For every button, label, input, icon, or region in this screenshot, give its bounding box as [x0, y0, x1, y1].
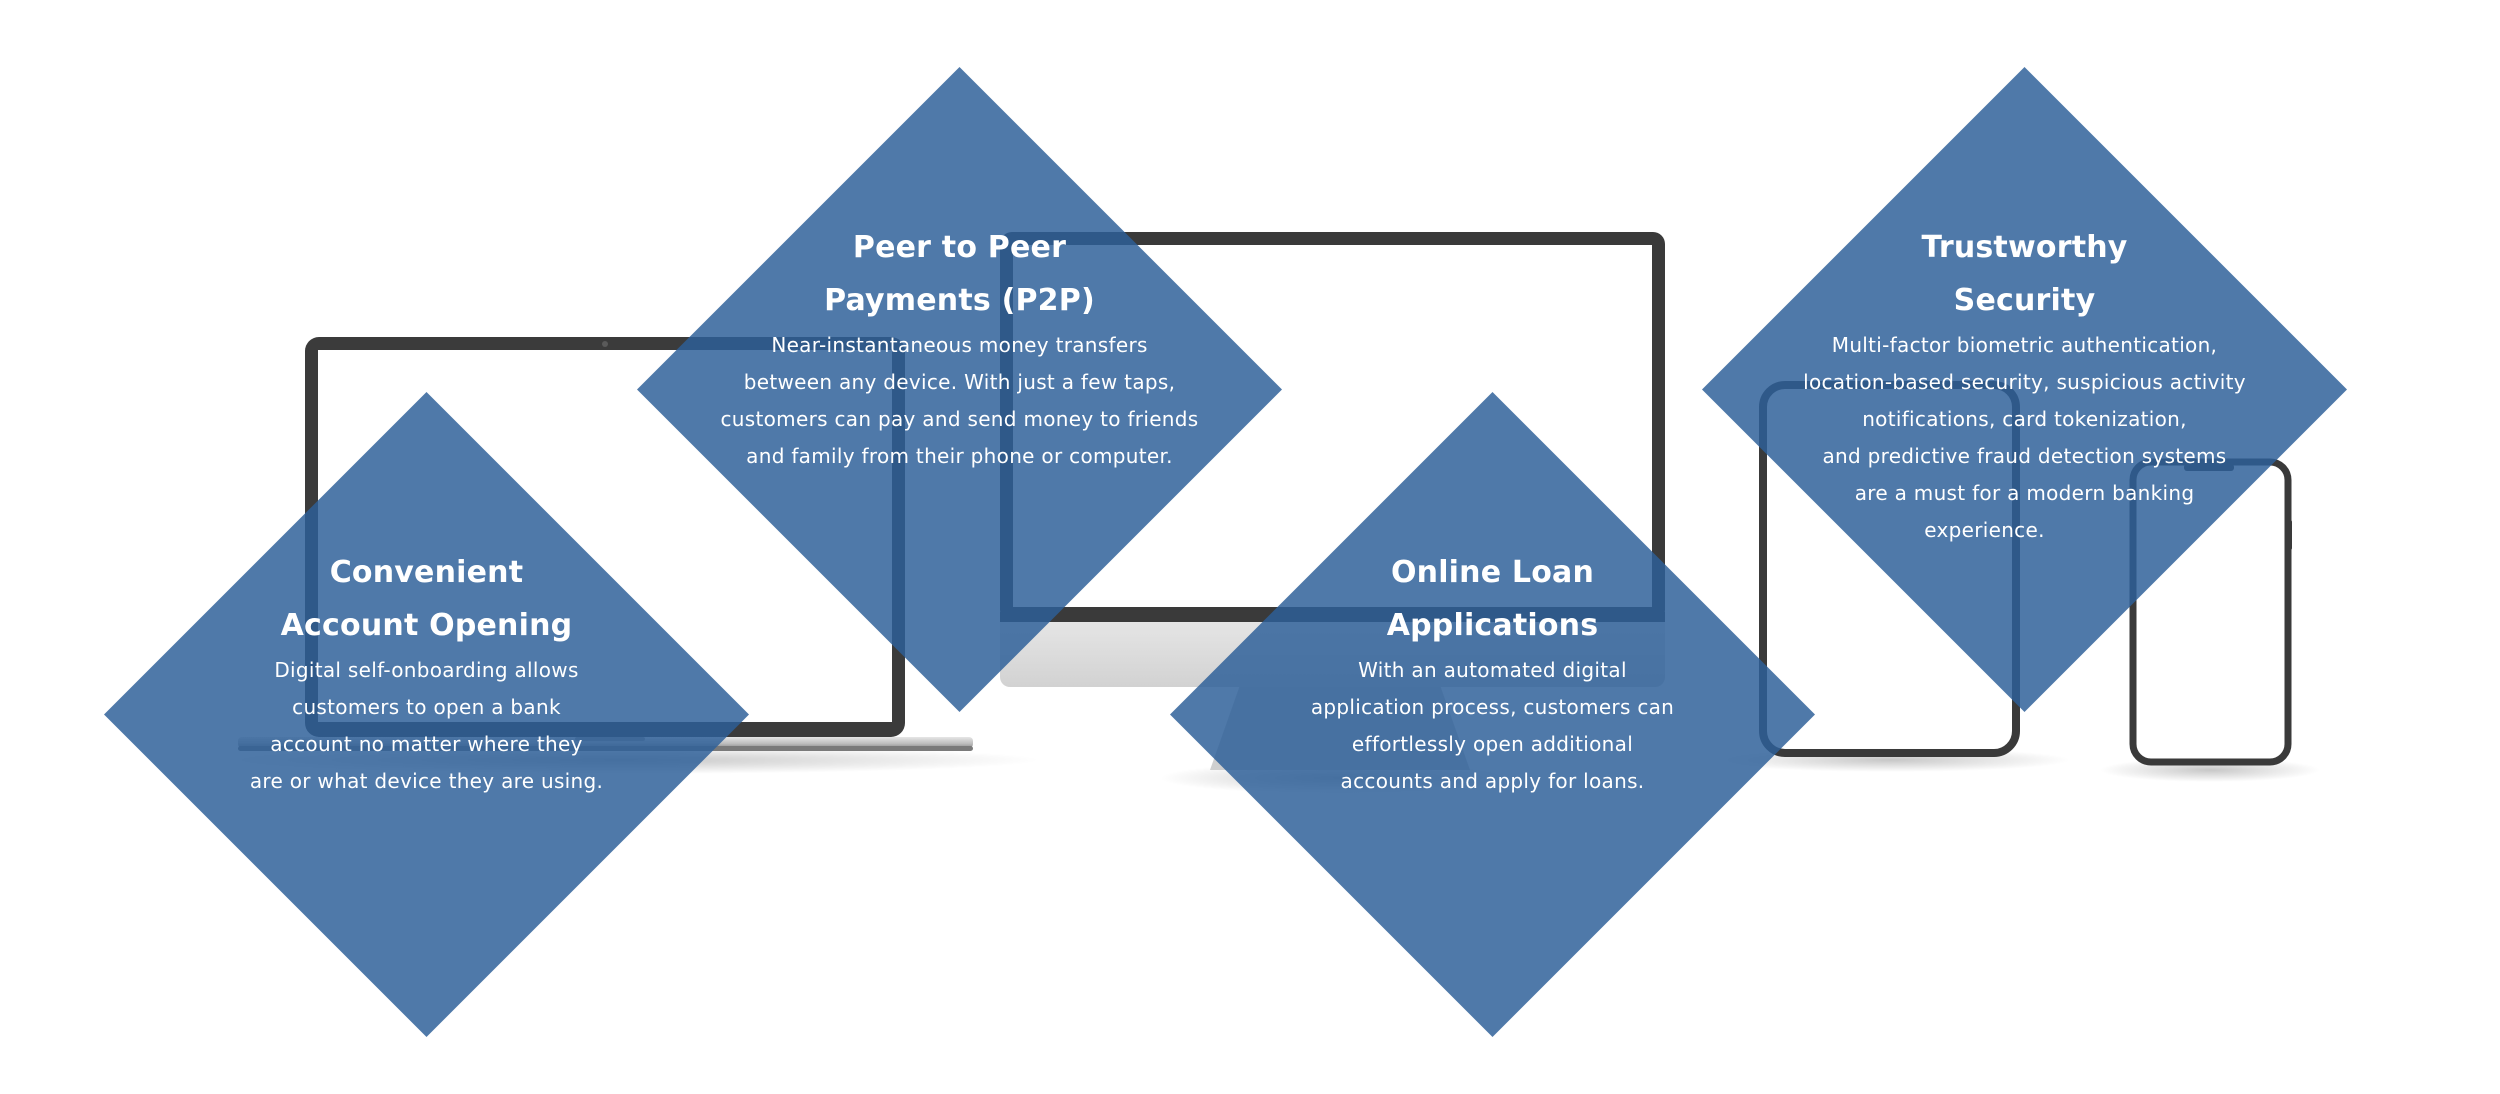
card-body-line: effortlessly open additional [1351, 732, 1634, 756]
card-body-line: accounts and apply for loans. [1340, 769, 1645, 793]
card-body-line: and predictive fraud detection systems [1822, 444, 2227, 468]
card-text: Convenient Account Opening Digital self-… [104, 546, 749, 800]
diamond-shape [1702, 67, 2347, 712]
card-body-line: are or what device they are using. [249, 769, 604, 793]
card-body-line: are a must for a modern banking [1854, 481, 2195, 505]
card-body-line: application process, customers can [1310, 695, 1675, 719]
diamond-card-online-loans: Online Loan Applications With an automat… [1170, 392, 1815, 1037]
card-body-line: Digital self-onboarding allows [274, 658, 579, 682]
card-text: Trustworthy Security Multi-factor biomet… [1702, 221, 2347, 549]
diamond-shape [104, 392, 749, 1037]
card-body-line: Multi-factor biometric authentication, [1831, 333, 2218, 357]
card-title: Peer to Peer Payments (P2P) [637, 221, 1282, 327]
card-title-line: Account Opening [280, 608, 573, 643]
card-title-line: Online Loan [1390, 555, 1595, 590]
card-body: Near-instantaneous money transfers betwe… [637, 327, 1282, 475]
card-body-line: experience. [1924, 518, 2045, 542]
diamond-card-p2p-payments: Peer to Peer Payments (P2P) Near-instant… [637, 67, 1282, 712]
card-text: Online Loan Applications With an automat… [1170, 546, 1815, 800]
diamond-shape [637, 67, 1282, 712]
card-title: Trustworthy Security [1702, 221, 2347, 327]
diamond-card-account-opening: Convenient Account Opening Digital self-… [104, 392, 749, 1037]
card-title-line: Security [1953, 283, 2096, 318]
card-body: Digital self-onboarding allows customers… [104, 652, 749, 800]
card-body-line: location-based security, suspicious acti… [1803, 370, 2246, 394]
card-title-line: Convenient [329, 555, 524, 590]
card-body: With an automated digital application pr… [1170, 652, 1815, 800]
card-title: Convenient Account Opening [104, 546, 749, 652]
card-title-line: Payments (P2P) [824, 283, 1095, 318]
card-body-line: Near-instantaneous money transfers [771, 333, 1148, 357]
card-body: Multi-factor biometric authentication, l… [1702, 327, 2347, 549]
card-title: Online Loan Applications [1170, 546, 1815, 652]
card-title-line: Peer to Peer [852, 230, 1067, 265]
card-text: Peer to Peer Payments (P2P) Near-instant… [637, 221, 1282, 475]
diamond-shape [1170, 392, 1815, 1037]
card-title-line: Applications [1386, 608, 1599, 643]
card-body-line: and family from their phone or computer. [746, 444, 1173, 468]
card-body-line: notifications, card tokenization, [1862, 407, 2187, 431]
card-body-line: With an automated digital [1358, 658, 1627, 682]
card-title-line: Trustworthy [1921, 230, 2128, 265]
card-body-line: customers to open a bank [292, 695, 561, 719]
diamond-card-security: Trustworthy Security Multi-factor biomet… [1702, 67, 2347, 712]
card-body-line: between any device. With just a few taps… [743, 370, 1176, 394]
card-body-line: customers can pay and send money to frie… [720, 407, 1199, 431]
card-body-line: account no matter where they [270, 732, 583, 756]
